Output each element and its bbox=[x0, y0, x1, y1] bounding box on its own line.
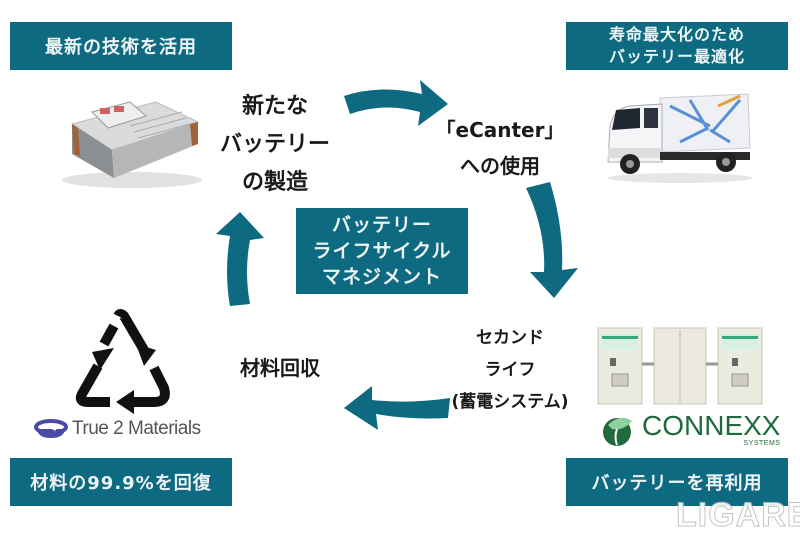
step-ecanter-line2: への使用 bbox=[460, 154, 540, 178]
connexx-logo-text: CONNEXX bbox=[642, 410, 781, 441]
label-battery-optimization-line2: バッテリー最適化 bbox=[608, 47, 745, 66]
energy-storage-units-image bbox=[597, 327, 763, 405]
step-second-life: セカンド ライフ (蓄電システム) bbox=[430, 322, 590, 418]
label-material-recovery-rate-text: 材料の99.9%を回復 bbox=[30, 473, 212, 494]
connexx-logo: CONNEXX SYSTEMS bbox=[600, 412, 780, 447]
step-ecanter-line1: 「eCanter」 bbox=[435, 118, 565, 142]
true2materials-logo-icon bbox=[34, 419, 68, 438]
arrow-down-icon bbox=[526, 182, 578, 298]
label-battery-optimization: 寿命最大化のため バッテリー最適化 bbox=[566, 22, 788, 70]
ecanter-truck-image bbox=[607, 93, 752, 183]
label-material-recovery-rate: 材料の99.9%を回復 bbox=[10, 458, 232, 506]
label-latest-technology-text: 最新の技術を活用 bbox=[45, 37, 197, 58]
step-new-battery: 新たな バッテリー の製造 bbox=[210, 88, 340, 202]
step-second-life-line3: (蓄電システム) bbox=[451, 392, 569, 412]
connexx-logo-subtext: SYSTEMS bbox=[743, 440, 781, 447]
true2materials-logo: True 2 Materials bbox=[34, 418, 201, 440]
step-new-battery-line2: バッテリー bbox=[219, 132, 330, 157]
arrow-right-icon bbox=[344, 80, 448, 126]
label-battery-optimization-line1: 寿命最大化のため bbox=[608, 25, 745, 44]
arrow-left-icon bbox=[344, 386, 450, 430]
center-title-line1: バッテリー bbox=[331, 214, 432, 236]
true2materials-logo-text: True 2 Materials bbox=[72, 418, 201, 439]
step-material-recovery: 材料回収 bbox=[220, 352, 340, 381]
center-title-box: バッテリー ライフサイクル マネジメント bbox=[296, 208, 468, 294]
step-new-battery-line1: 新たな bbox=[241, 94, 308, 119]
label-battery-reuse-text: バッテリーを再利用 bbox=[591, 473, 763, 494]
recycle-icon bbox=[75, 309, 170, 414]
ligare-watermark: LIGARE bbox=[675, 496, 800, 535]
step-new-battery-line3: の製造 bbox=[241, 170, 308, 195]
step-second-life-line1: セカンド bbox=[476, 328, 544, 348]
connexx-leaf-icon bbox=[603, 417, 632, 446]
step-second-life-line2: ライフ bbox=[484, 360, 536, 380]
center-title-line3: マネジメント bbox=[321, 266, 442, 288]
step-ecanter-use: 「eCanter」 への使用 bbox=[436, 112, 565, 184]
label-battery-reuse: バッテリーを再利用 bbox=[566, 458, 788, 506]
arrow-up-icon bbox=[216, 212, 264, 306]
step-material-recovery-text: 材料回収 bbox=[240, 356, 320, 380]
center-title-line2: ライフサイクル bbox=[312, 240, 452, 262]
label-latest-technology: 最新の技術を活用 bbox=[10, 22, 232, 70]
connexx-text-group: CONNEXX SYSTEMS bbox=[642, 410, 781, 448]
battery-pack-image bbox=[62, 101, 202, 188]
